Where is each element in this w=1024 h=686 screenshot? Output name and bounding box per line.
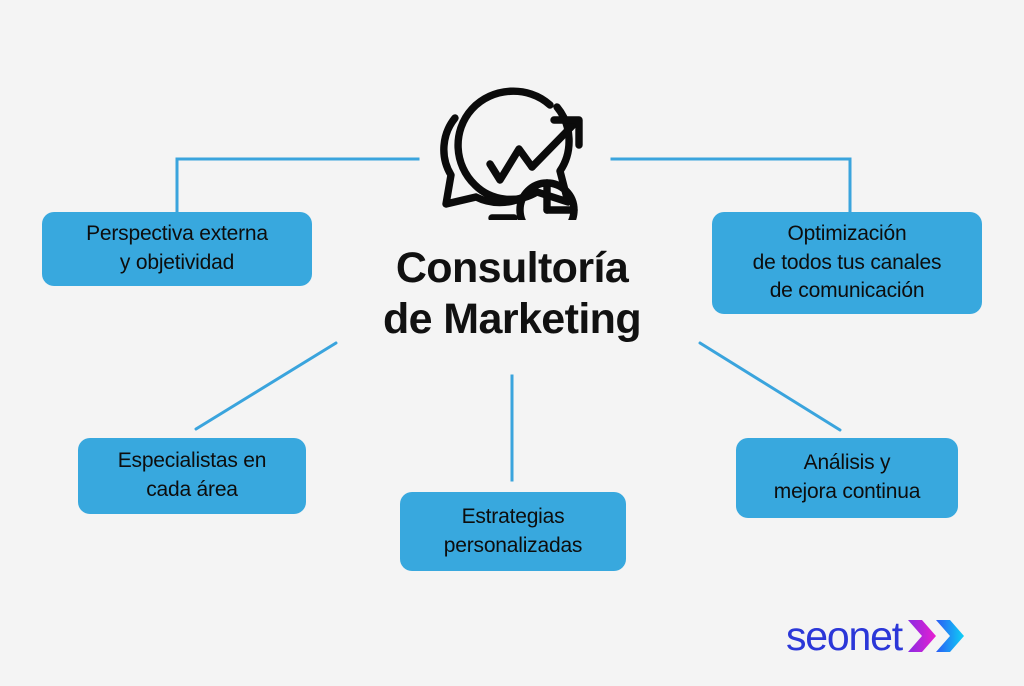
connector-bottom-right — [698, 341, 842, 432]
node-perspectiva-externa[interactable]: Perspectiva externa y objetividad — [42, 212, 312, 286]
seonet-logo[interactable]: seonet — [786, 612, 968, 660]
connector-top-left — [175, 157, 420, 215]
node-optimizacion-canales[interactable]: Optimización de todos tus canales de com… — [712, 212, 982, 314]
connector-bottom-left — [194, 341, 338, 431]
node-line: mejora continua — [773, 480, 921, 503]
node-line: personalizadas — [443, 533, 583, 557]
page-title-line-1: Consultoría — [395, 244, 629, 292]
node-analisis-mejora-continua[interactable]: Análisis y mejora continua — [736, 438, 958, 518]
node-especialistas-cada-area[interactable]: Especialistas en cada área — [78, 438, 306, 514]
node-line: Perspectiva externa — [86, 222, 268, 246]
node-line: Análisis y — [803, 451, 891, 475]
node-line: Optimización — [787, 221, 907, 245]
node-line: de comunicación — [769, 279, 925, 303]
page-title-line-2: de Marketing — [382, 295, 642, 344]
chat-bubbles-growth-chart-icon — [440, 87, 583, 220]
node-estrategias-personalizadas[interactable]: Estrategias personalizadas — [400, 492, 626, 571]
node-line: Especialistas en — [117, 449, 267, 473]
double-chevron-right-icon — [907, 620, 964, 652]
page-title: Consultoría de Marketing — [312, 243, 712, 345]
node-line: cada área — [146, 478, 238, 501]
logo-wordmark: seonet — [786, 612, 903, 659]
node-line: Estrategias — [461, 504, 565, 528]
node-line: de todos tus canales — [752, 250, 942, 274]
node-line: y objetividad — [119, 251, 235, 274]
connector-top-right — [610, 157, 852, 215]
